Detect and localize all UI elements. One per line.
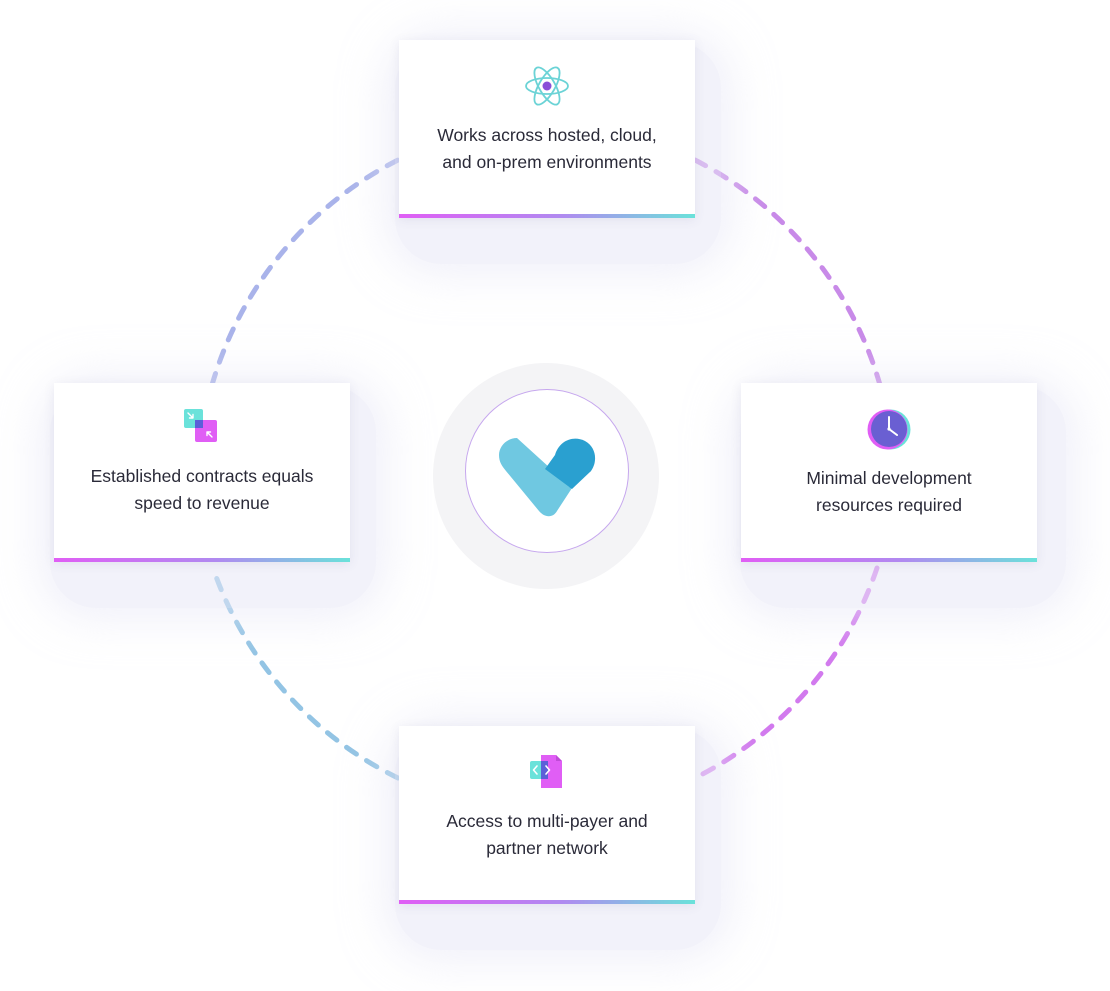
clock-icon: [867, 409, 911, 450]
connector-top-right: [692, 157, 883, 388]
gradient-bar-left: [54, 558, 350, 562]
code-file-icon: [530, 755, 562, 788]
connector-left-top: [209, 157, 401, 388]
card-text-top: Works across hosted, cloud, and on-prem …: [437, 125, 657, 172]
feature-card-left: Established contracts equals speed to re…: [54, 383, 350, 562]
feature-card-top: Works across hosted, cloud, and on-prem …: [399, 40, 695, 218]
gradient-bar-right: [741, 558, 1037, 562]
feature-card-bottom: Access to multi-payer and partner networ…: [399, 726, 695, 904]
gradient-bar-bottom: [399, 900, 695, 904]
card-text-bottom: Access to multi-payer and partner networ…: [446, 811, 648, 858]
card-text-left: Established contracts equals speed to re…: [90, 466, 314, 513]
gradient-bar-top: [399, 214, 695, 218]
feature-card-right: Minimal development resources required: [741, 383, 1037, 562]
card-text-right: Minimal development resources required: [806, 468, 972, 515]
heart-check-logo-icon: [499, 438, 596, 517]
expand-squares-icon: [184, 409, 217, 442]
atom-icon: [525, 66, 569, 106]
